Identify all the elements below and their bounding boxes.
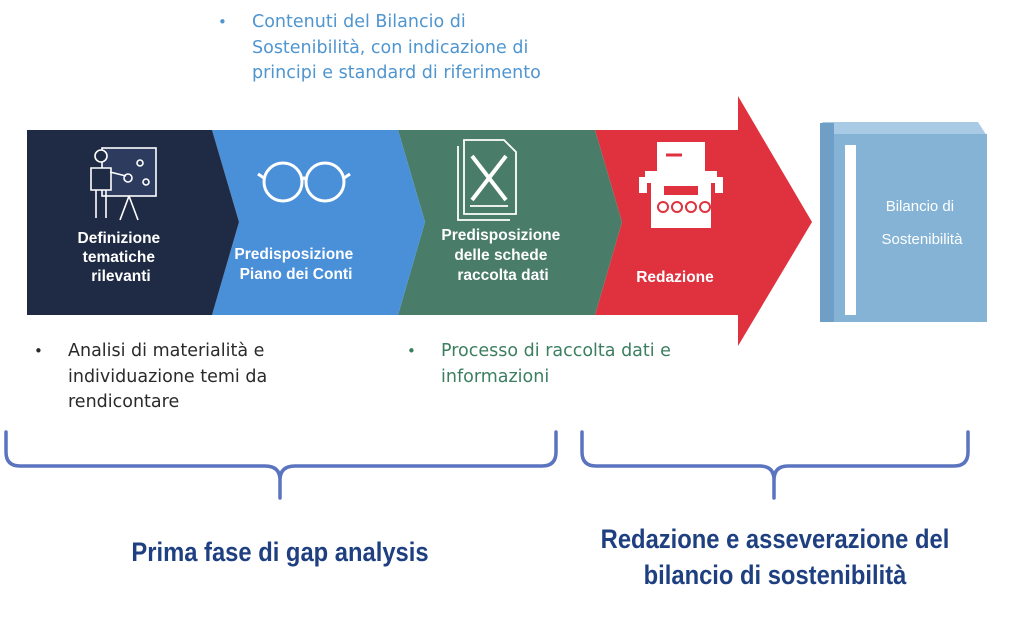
step-schede-block — [398, 130, 595, 315]
bullet: • — [218, 13, 227, 31]
glasses-icon — [257, 161, 351, 203]
bullet: • — [407, 342, 416, 360]
step-definizione-label: Definizione tematiche rilevanti — [78, 230, 165, 285]
chevron-2 — [398, 130, 425, 315]
note-contenuti-text: Contenuti del Bilancio di Sostenibilità,… — [252, 12, 541, 83]
step-piano-conti-label: Predisposizione Piano dei Conti — [234, 246, 357, 283]
book-label: Bilancio di Sostenibilità — [882, 198, 964, 248]
note-processo: • Processo di raccolta dati e informazio… — [407, 339, 741, 390]
phase-label-gap-analysis: Prima fase di gap analysis — [131, 537, 429, 567]
typewriter-icon — [639, 142, 723, 228]
step-schede-label: Predisposizione delle schede raccolta da… — [441, 227, 564, 284]
book-icon — [820, 122, 987, 322]
step-definizione-block — [27, 130, 212, 315]
phase-label-redazione: Redazione e asseverazione del bilancio d… — [600, 524, 950, 590]
step-piano-conti-block — [212, 130, 398, 315]
step-redazione-label: Redazione — [636, 269, 714, 286]
chevron-3 — [595, 130, 622, 315]
bullet: • — [34, 342, 43, 360]
brace-left — [4, 430, 558, 500]
note-analisi: • Analisi di materialità e individuazion… — [34, 339, 313, 416]
note-processo-text: Processo di raccolta dati e informazioni — [441, 341, 671, 387]
presenter-icon — [90, 147, 157, 221]
chevron-1 — [212, 130, 239, 315]
brace-right — [580, 430, 970, 500]
note-contenuti: • Contenuti del Bilancio di Sostenibilit… — [218, 10, 552, 87]
document-tools-icon — [457, 139, 517, 221]
note-analisi-text: Analisi di materialità e individuazione … — [68, 341, 268, 412]
